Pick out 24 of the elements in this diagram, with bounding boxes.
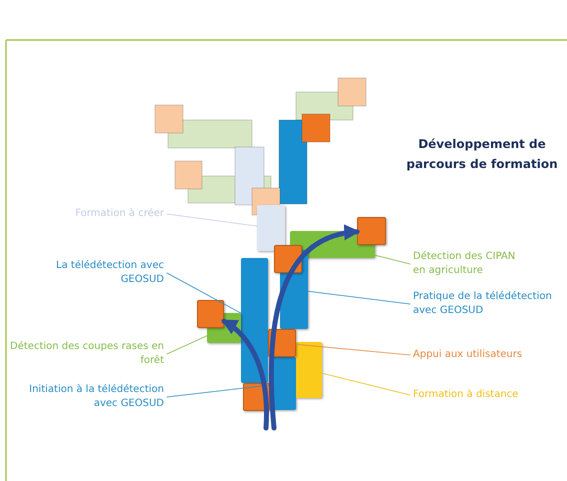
leader-line [374,254,410,264]
leader-line [166,384,270,398]
leader-line [166,214,258,227]
course-bar [257,205,285,251]
curved-arrow [221,318,269,430]
part-label: Détection des coupes rases en forêt [10,340,164,368]
leader-line [308,290,410,304]
support-square [357,217,386,245]
curved-arrow [268,225,360,430]
part-label: Appui aux utilisateurs [413,348,563,362]
part-label: Formation à créer [40,207,164,221]
leader-line [296,344,410,356]
diagram-title: Développement de parcours de formation [405,136,559,173]
part-label: Formation à distance [413,388,563,402]
course-bar [241,258,268,383]
part-label: Pratique de la télédétection avec GEOSUD [413,290,565,318]
part-label: Initiation à la télédétection avec GEOSUD [10,383,164,411]
part-label: Détection des CIPAN en agriculture [413,250,523,278]
course-bar [296,342,322,398]
leader-line [166,272,242,314]
support-square [197,300,224,328]
leader-line [322,372,410,396]
leader-line [166,335,208,354]
part-label: La télédétection avec GEOSUD [40,259,164,287]
